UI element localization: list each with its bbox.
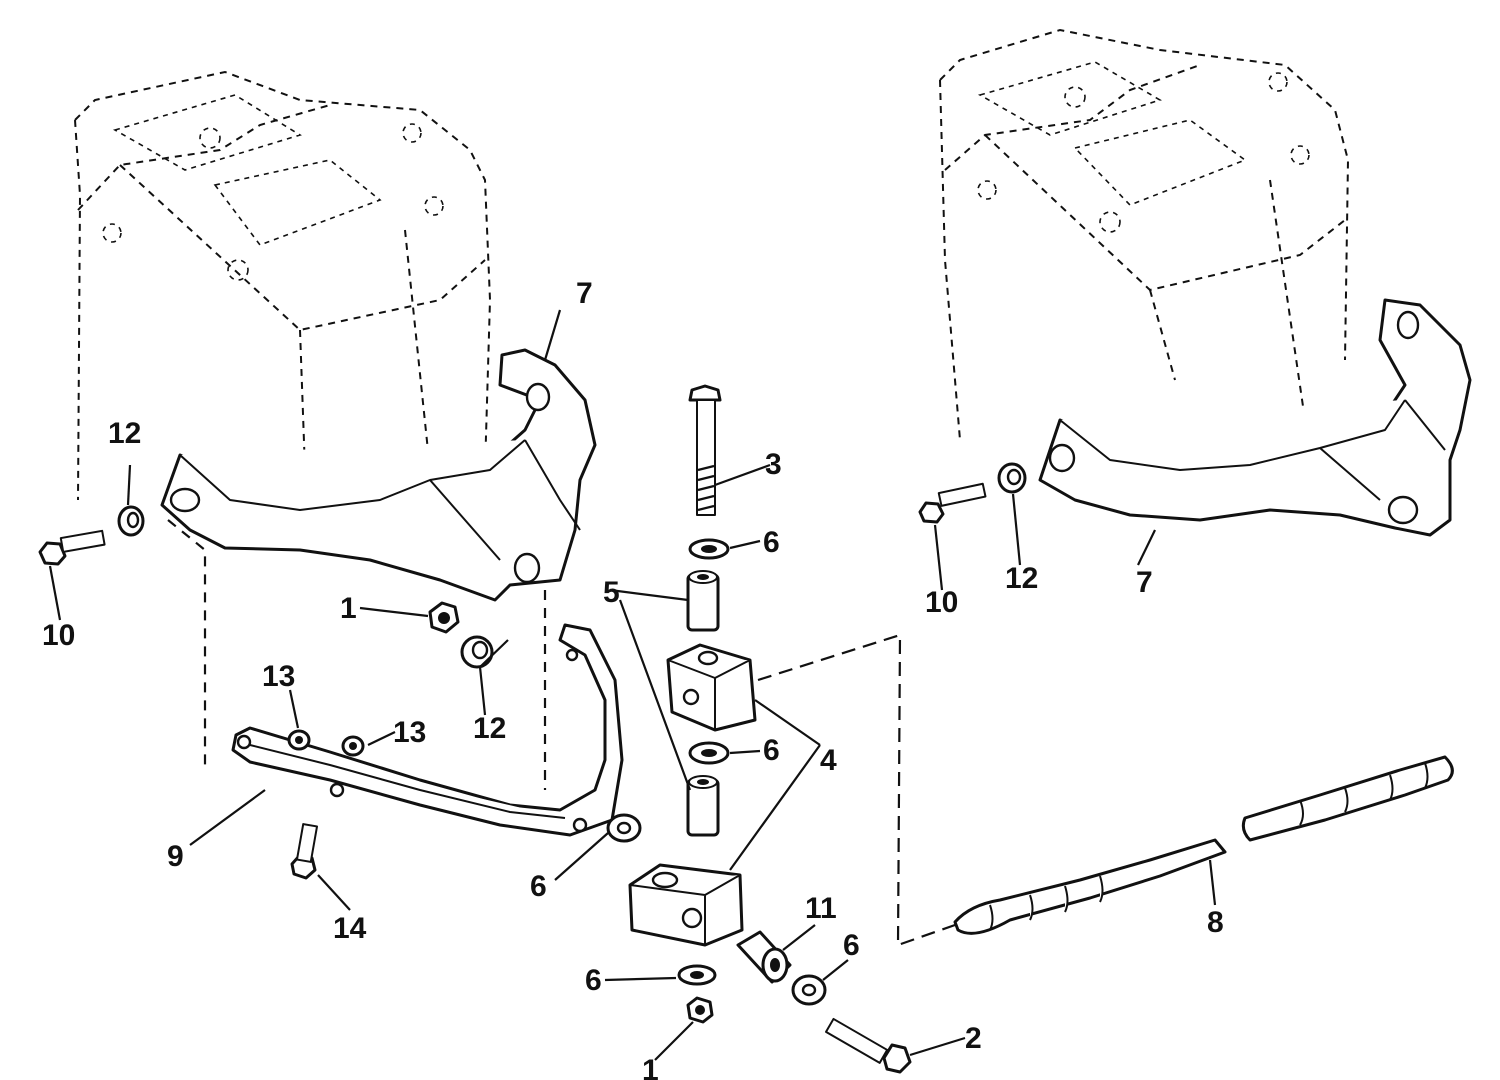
washers [606, 538, 827, 1006]
lower-strap [231, 623, 624, 837]
shaft [953, 755, 1454, 935]
callout-11: 11 [805, 892, 837, 925]
callout-6-sleeve: 6 [843, 929, 860, 962]
callout-12-left: 12 [108, 417, 141, 450]
callout-6-strap: 6 [530, 870, 547, 903]
spacers [686, 570, 720, 837]
right-motor-phantom-outline [939, 28, 1350, 441]
callout-1-top: 1 [340, 592, 357, 625]
callout-3: 3 [765, 448, 782, 481]
callout-13-left: 13 [262, 660, 295, 693]
callout-labels: 7 3 6 5 6 4 12 10 1 12 13 13 9 14 6 11 6… [42, 277, 1224, 1080]
callout-10-right: 10 [925, 586, 958, 619]
bolts [38, 482, 987, 1074]
callout-14: 14 [333, 912, 367, 945]
blocks [628, 643, 757, 947]
callout-4: 4 [820, 744, 837, 777]
callout-6-top: 6 [763, 526, 780, 559]
callout-8: 8 [1207, 906, 1224, 939]
nuts-and-grommets [117, 462, 1027, 1024]
left-clamp-bracket [160, 348, 597, 790]
sleeve [736, 930, 792, 984]
bolt-3 [688, 384, 722, 516]
callout-9: 9 [167, 840, 184, 873]
callout-6-bottom: 6 [585, 964, 602, 997]
callout-12-right: 12 [1005, 562, 1038, 595]
callout-6-mid: 6 [763, 734, 780, 767]
callout-13-right: 13 [393, 716, 426, 749]
callout-7-right: 7 [1136, 566, 1153, 599]
callout-2: 2 [965, 1022, 982, 1055]
callout-12-mid: 12 [473, 712, 506, 745]
callout-5: 5 [603, 576, 620, 609]
left-motor-phantom-outline [74, 70, 492, 501]
callout-7-left: 7 [576, 277, 593, 310]
callout-10-left: 10 [42, 619, 75, 652]
callout-1-bottom: 1 [642, 1054, 659, 1080]
right-clamp-bracket [1038, 298, 1472, 537]
leader-lines [48, 309, 1217, 1061]
